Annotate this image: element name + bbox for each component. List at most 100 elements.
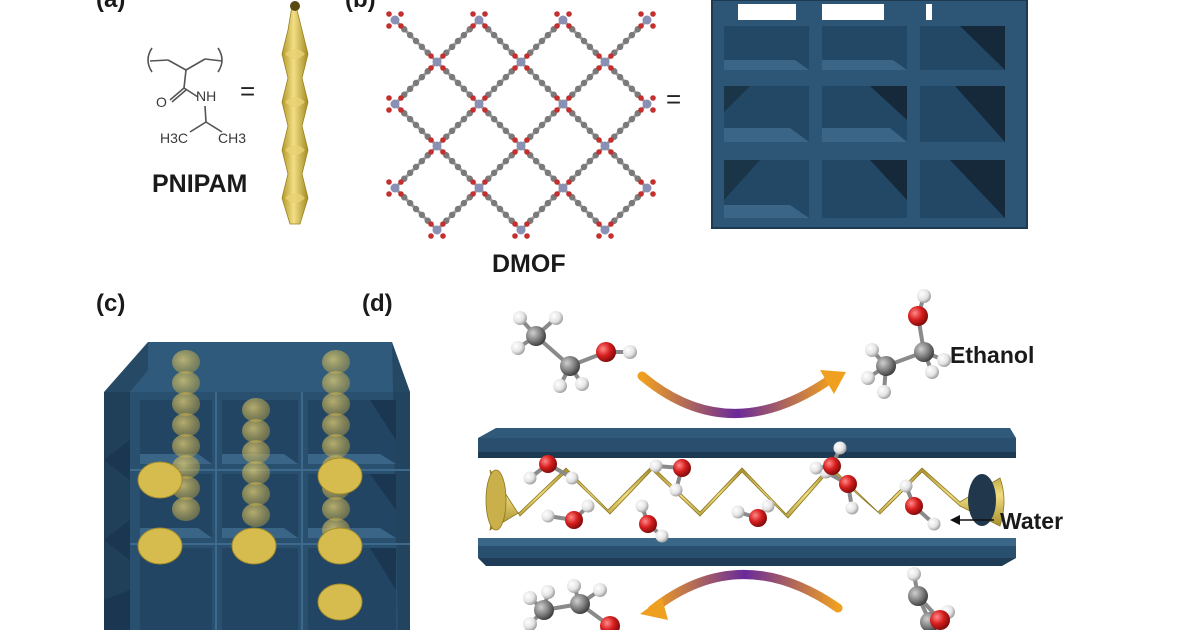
- ethanol-label: Ethanol: [950, 342, 1035, 368]
- lattice-carbon: [574, 169, 582, 177]
- lattice-oxygen: [638, 107, 644, 113]
- lattice-oxygen: [650, 23, 656, 29]
- lattice-oxygen: [398, 95, 404, 101]
- lattice-carbon: [580, 163, 588, 171]
- lattice-oxygen: [596, 137, 602, 143]
- lattice-oxygen: [428, 53, 434, 59]
- lattice-carbon: [580, 121, 588, 129]
- lattice-carbon: [502, 127, 510, 135]
- carbon-atom: [914, 342, 934, 362]
- lattice-metal-node: [516, 225, 526, 235]
- lattice-oxygen: [554, 179, 560, 185]
- polymer-chains-in-framework: [137, 350, 363, 621]
- lattice-oxygen: [512, 221, 518, 227]
- hydrogen-atom: [635, 499, 649, 513]
- lattice-carbon: [502, 43, 510, 51]
- lattice-metal-node: [474, 183, 484, 193]
- lattice-oxygen: [554, 11, 560, 17]
- hydrogen-atom: [523, 591, 537, 605]
- lattice-carbon: [574, 31, 582, 39]
- lattice-oxygen: [608, 53, 614, 59]
- lattice-oxygen: [470, 11, 476, 17]
- hydrogen-atom: [877, 385, 891, 399]
- lattice-carbon: [406, 199, 414, 207]
- lattice-carbon: [460, 85, 468, 93]
- lattice-carbon: [460, 115, 468, 123]
- lattice-carbon: [574, 199, 582, 207]
- lattice-oxygen: [386, 191, 392, 197]
- hydrogen-atom: [731, 505, 745, 519]
- hydrogen-atom: [899, 479, 913, 493]
- lattice-metal-node: [390, 183, 400, 193]
- lattice-oxygen: [428, 233, 434, 239]
- lattice-oxygen: [440, 221, 446, 227]
- water-label: Water: [1000, 508, 1064, 534]
- lattice-carbon: [418, 43, 426, 51]
- lattice-carbon: [412, 79, 420, 87]
- oxygen-atom: [673, 459, 691, 477]
- lattice-carbon: [544, 31, 552, 39]
- pnipam-label: PNIPAM: [152, 170, 248, 198]
- lattice-carbon: [448, 127, 456, 135]
- polymer-segment: [322, 434, 350, 458]
- lattice-oxygen: [440, 233, 446, 239]
- lattice-oxygen: [566, 191, 572, 197]
- equals-sign-b: =: [666, 84, 682, 114]
- lattice-oxygen: [440, 65, 446, 71]
- lattice-carbon: [490, 115, 498, 123]
- lattice-oxygen: [428, 149, 434, 155]
- hydrogen-atom: [513, 311, 527, 325]
- lattice-oxygen: [566, 23, 572, 29]
- lattice-oxygen: [650, 179, 656, 185]
- lattice-carbon: [490, 169, 498, 177]
- lattice-oxygen: [398, 11, 404, 17]
- lattice-carbon: [616, 211, 624, 219]
- channel-framework: [478, 428, 1016, 566]
- lattice-oxygen: [440, 149, 446, 155]
- lattice-carbon: [460, 199, 468, 207]
- lattice-oxygen: [386, 23, 392, 29]
- hydrogen-atom: [565, 471, 579, 485]
- polymer-cross-section: [137, 527, 183, 565]
- polymer-segment: [242, 503, 270, 527]
- oxygen-atom: [539, 455, 557, 473]
- polymer-segment: [172, 350, 200, 374]
- lattice-metal-node: [558, 15, 568, 25]
- oxygen-atom: [596, 342, 616, 362]
- lattice-carbon: [490, 85, 498, 93]
- lattice-metal-node: [558, 183, 568, 193]
- lattice-oxygen: [482, 107, 488, 113]
- lattice-oxygen: [608, 149, 614, 155]
- hydrogen-atom: [549, 311, 563, 325]
- lattice-carbon: [496, 37, 504, 45]
- lattice-carbon: [616, 43, 624, 51]
- lattice-metal-node: [642, 183, 652, 193]
- polymer-segment: [242, 461, 270, 485]
- lattice-oxygen: [554, 191, 560, 197]
- lattice-carbon: [454, 79, 462, 87]
- hydrogen-atom: [575, 377, 589, 391]
- hydrogen-atom: [623, 345, 637, 359]
- lattice-carbon: [490, 199, 498, 207]
- hydrogen-atom: [669, 483, 683, 497]
- lattice-metal-node: [432, 225, 442, 235]
- oxygen-atom: [565, 511, 583, 529]
- panel-label-b: (b): [345, 0, 376, 14]
- polymer-segment: [242, 440, 270, 464]
- lattice-oxygen: [638, 191, 644, 197]
- lattice-carbon: [622, 163, 630, 171]
- hydrogen-atom: [927, 517, 941, 531]
- hydrogen-atom: [907, 567, 921, 581]
- lattice-oxygen: [524, 53, 530, 59]
- lattice-carbon: [448, 43, 456, 51]
- lattice-oxygen: [608, 233, 614, 239]
- polymer-cross-section: [231, 527, 277, 565]
- lattice-carbon: [628, 115, 636, 123]
- lattice-oxygen: [512, 149, 518, 155]
- lattice-carbon: [622, 37, 630, 45]
- polymer-segment: [242, 482, 270, 506]
- lattice-carbon: [454, 121, 462, 129]
- lattice-oxygen: [554, 23, 560, 29]
- lattice-oxygen: [386, 11, 392, 17]
